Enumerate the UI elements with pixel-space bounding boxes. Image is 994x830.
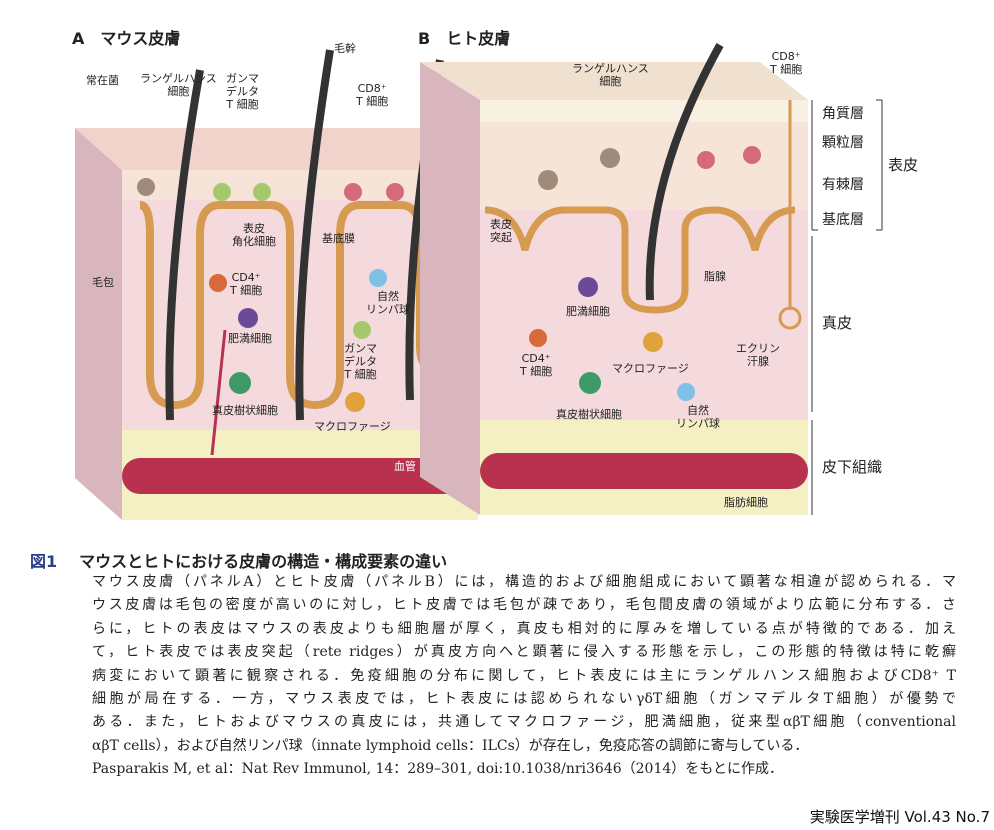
caption-line: ある．また，ヒトおよびマウスの真皮には，共通してマクロファージ，肥満細胞，従来型…: [92, 714, 956, 731]
label-rete-ridges: 表皮 突起: [490, 218, 512, 244]
layer-dermis: 真皮: [822, 314, 853, 332]
panel-a-title: A マウス皮膚: [72, 29, 181, 48]
figure-title: マウスとヒトにおける皮膚の構造・構成要素の違い: [79, 552, 448, 571]
label-gamma-delta-dermis: ガンマ デルタ T 細胞: [344, 342, 377, 381]
panel-a-block: [75, 49, 486, 520]
panel-b-side-face: [420, 62, 480, 515]
label-adipocyte: 脂肪細胞: [724, 496, 768, 509]
panel-b-title: B ヒト皮膚: [418, 29, 511, 48]
label-hair-shaft: 毛幹: [334, 42, 356, 55]
caption-body: マウス皮膚（パネルA）とヒト皮膚（パネルB）には，構造的および細胞組成において顕…: [92, 571, 956, 782]
caption-line: 病変において顕著に観察される．免疫細胞の分布に関して，ヒト表皮には主にランゲルハ…: [92, 667, 956, 684]
layer-subcutis: 皮下組織: [822, 458, 883, 476]
panel-b-rete-ridges: [484, 206, 796, 314]
hair-shaft: [645, 43, 724, 301]
layer-epidermis: 表皮: [888, 156, 919, 174]
caption-line: て，ヒト表皮では表皮突起（rete ridges）が真皮方向へと顕著に侵入する形…: [92, 644, 956, 661]
label-blood-vessel: 血管: [394, 460, 416, 473]
blood-vessel: [480, 453, 808, 489]
label-keratinocyte: 表皮 角化細胞: [232, 222, 276, 248]
label-hair-follicle: 毛包: [92, 276, 114, 289]
label-dermal-dc-a: 真皮樹状細胞: [212, 404, 278, 417]
label-mast-cell-b: 肥満細胞: [566, 305, 610, 318]
label-langerhans-a: ランゲルハンス 細胞: [140, 72, 217, 98]
skin-structure-figure: A マウス皮膚 常在菌 ランゲルハンス 細胞 ガンマ デルタ T 細胞 毛幹 C…: [72, 29, 919, 520]
label-sebaceous: 脂腺: [704, 270, 726, 283]
caption-line: らに，ヒトの表皮はマウスの表皮よりも細胞層が厚く，真皮も相対的に厚みを増している…: [92, 620, 956, 637]
label-cd8-a: CD8⁺ T 細胞: [356, 82, 389, 108]
layer-brackets: [811, 99, 883, 515]
label-dermal-dc-b: 真皮樹状細胞: [556, 408, 622, 421]
label-langerhans-b: ランゲルハンス 細胞: [572, 62, 649, 88]
journal-footer: 実験医学増刊 Vol.43 No.7: [809, 808, 990, 826]
label-gamma-delta-epi: ガンマ デルタ T 細胞: [226, 72, 259, 111]
panel-b-top-face: [420, 62, 808, 100]
eccrine-gland: [778, 306, 802, 330]
panel-b-cells: [529, 146, 761, 401]
blood-vessel: [122, 458, 478, 494]
hair-shaft: [165, 69, 204, 421]
label-cd8-b: CD8⁺ T 細胞: [770, 50, 803, 76]
layer-stratum-corneum: 角質層: [822, 106, 864, 122]
label-mast-cell-a: 肥満細胞: [228, 332, 272, 345]
panel-a-top-face: [75, 128, 478, 170]
caption-line: 細胞が局在する．一方，マウス表皮では，ヒト表皮には認められないγδT細胞（ガンマ…: [92, 691, 956, 708]
label-commensal: 常在菌: [86, 74, 119, 87]
label-ilc-a: 自然 リンパ球: [366, 290, 410, 316]
caption-line: マウス皮膚（パネルA）とヒト皮膚（パネルB）には，構造的および細胞組成において顕…: [92, 574, 956, 590]
hair-shaft: [295, 49, 334, 421]
panel-a-side-face: [75, 128, 122, 520]
caption-citation: Pasparakis M, et al：Nat Rev Immunol, 14：…: [92, 761, 783, 778]
layer-stratum-spinosum: 有棘層: [822, 177, 864, 193]
label-basement-membrane: 基底膜: [322, 232, 355, 245]
layer-stratum-granulosum: 顆粒層: [822, 135, 864, 151]
label-macrophage-a: マクロファージ: [314, 420, 391, 433]
panel-a-cells: [137, 178, 404, 412]
skin-illustration: [75, 43, 883, 520]
label-ilc-b: 自然 リンパ球: [676, 404, 720, 430]
caption-line: ウス皮膚は毛包の密度が高いのに対し，ヒト皮膚では毛包が疎であり，毛包間皮膚の領域…: [92, 597, 956, 614]
panel-b-block: [420, 43, 808, 515]
layer-stratum-basale: 基底層: [822, 212, 864, 228]
label-macrophage-b: マクロファージ: [612, 362, 689, 375]
label-cd4-a: CD4⁺ T 細胞: [230, 271, 263, 297]
label-cd4-b: CD4⁺ T 細胞: [520, 352, 553, 378]
caption-line: αβT cells），および自然リンパ球（innate lymphoid cel…: [92, 737, 809, 754]
figure-number: 図1: [30, 552, 58, 571]
caption-title: 図1 マウスとヒトにおける皮膚の構造・構成要素の違い: [30, 548, 447, 572]
label-eccrine: エクリン 汗腺: [736, 342, 780, 368]
